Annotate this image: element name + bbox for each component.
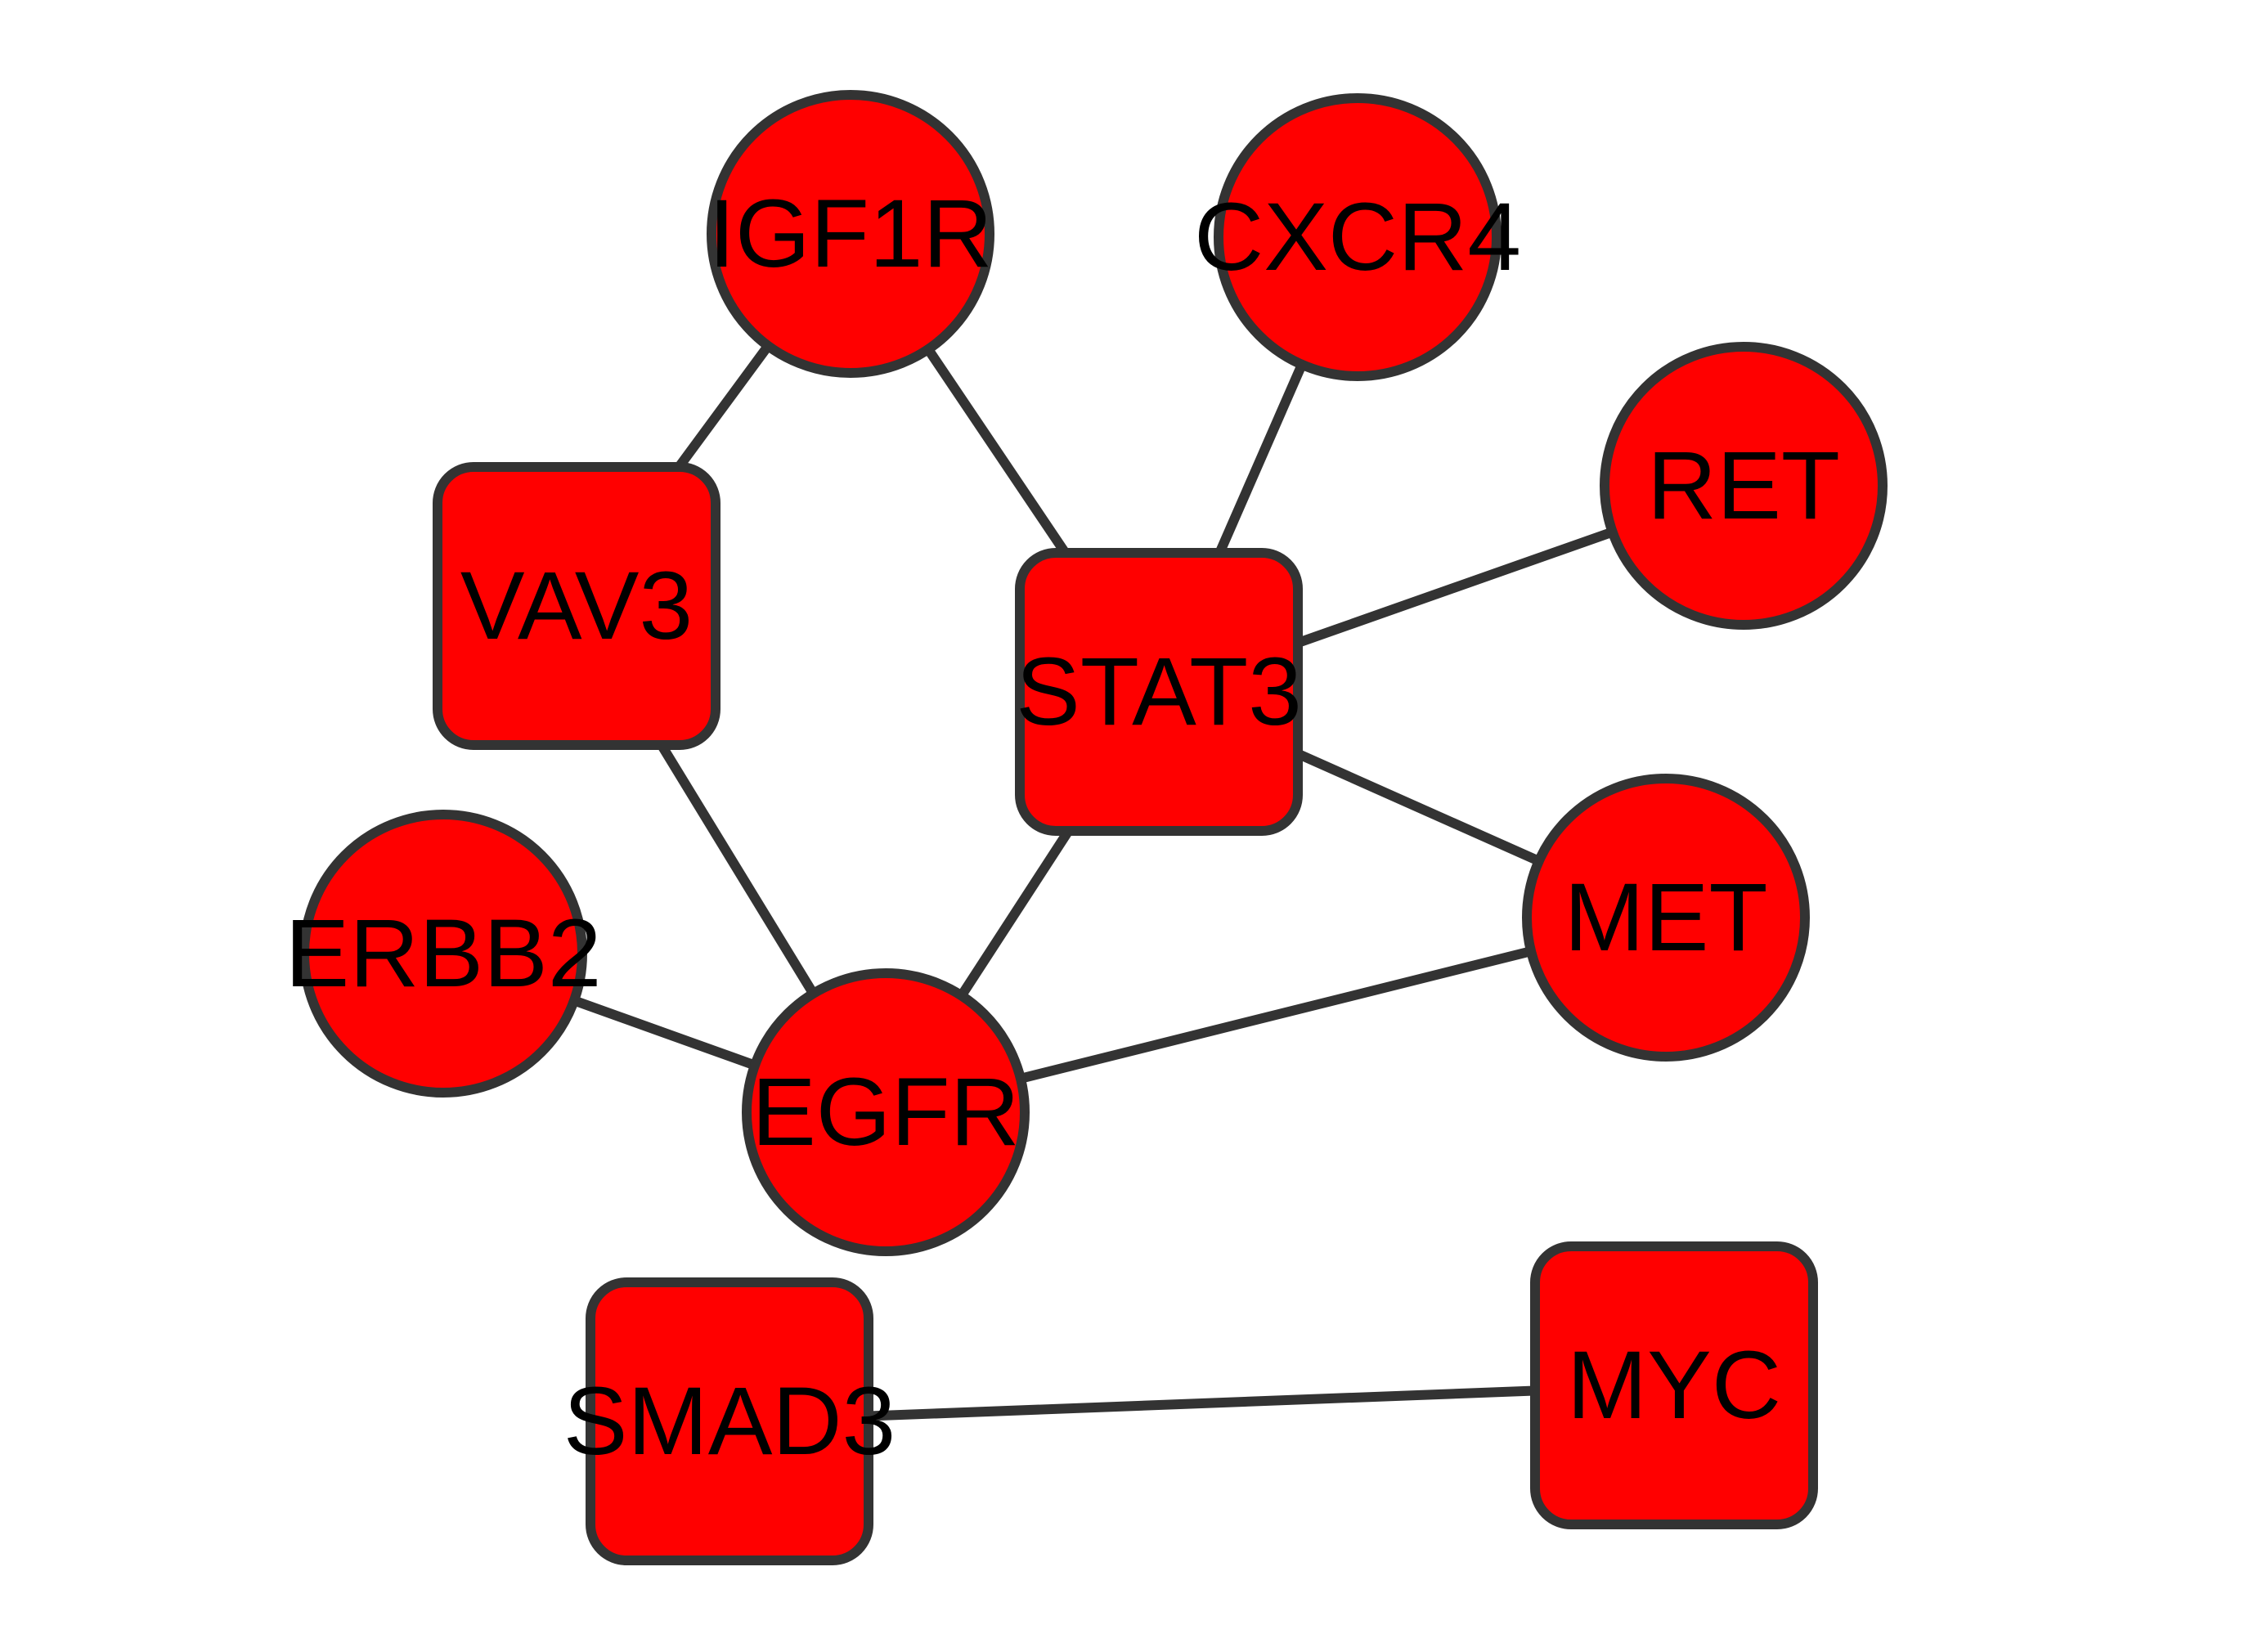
node-circle <box>1600 342 1888 630</box>
node-circle <box>1214 93 1502 381</box>
node-vav3[interactable]: VAV3 <box>433 462 720 750</box>
node-circle <box>299 810 587 1098</box>
node-label: CXCR4 <box>1194 183 1521 291</box>
node-label: RET <box>1647 432 1840 540</box>
node-igf1r[interactable]: IGF1R <box>707 90 994 378</box>
node-myc[interactable]: MYC <box>1530 1241 1818 1529</box>
node-label: SMAD3 <box>563 1367 896 1475</box>
node-erbb2[interactable]: ERBB2 <box>285 810 602 1098</box>
node-cxcr4[interactable]: CXCR4 <box>1194 93 1521 381</box>
node-label: MET <box>1564 864 1767 972</box>
node-smad3[interactable]: SMAD3 <box>563 1277 896 1565</box>
node-stat3[interactable]: STAT3 <box>1015 548 1303 836</box>
node-circle <box>742 968 1030 1256</box>
node-label: MYC <box>1567 1331 1781 1439</box>
edge-smad3-myc <box>729 1380 1675 1426</box>
node-label: EGFR <box>752 1058 1020 1166</box>
node-circle <box>707 90 994 378</box>
node-ret[interactable]: RET <box>1600 342 1888 630</box>
node-rounded-square <box>1530 1241 1818 1529</box>
node-label: VAV3 <box>460 552 693 660</box>
node-circle <box>1522 774 1810 1062</box>
node-label: STAT3 <box>1016 638 1302 746</box>
node-rounded-square <box>586 1277 873 1565</box>
node-egfr[interactable]: EGFR <box>742 968 1030 1256</box>
node-label: ERBB2 <box>285 900 602 1008</box>
node-rounded-square <box>1015 548 1303 836</box>
node-rounded-square <box>433 462 720 750</box>
node-met[interactable]: MET <box>1522 774 1810 1062</box>
node-label: IGF1R <box>708 180 993 288</box>
